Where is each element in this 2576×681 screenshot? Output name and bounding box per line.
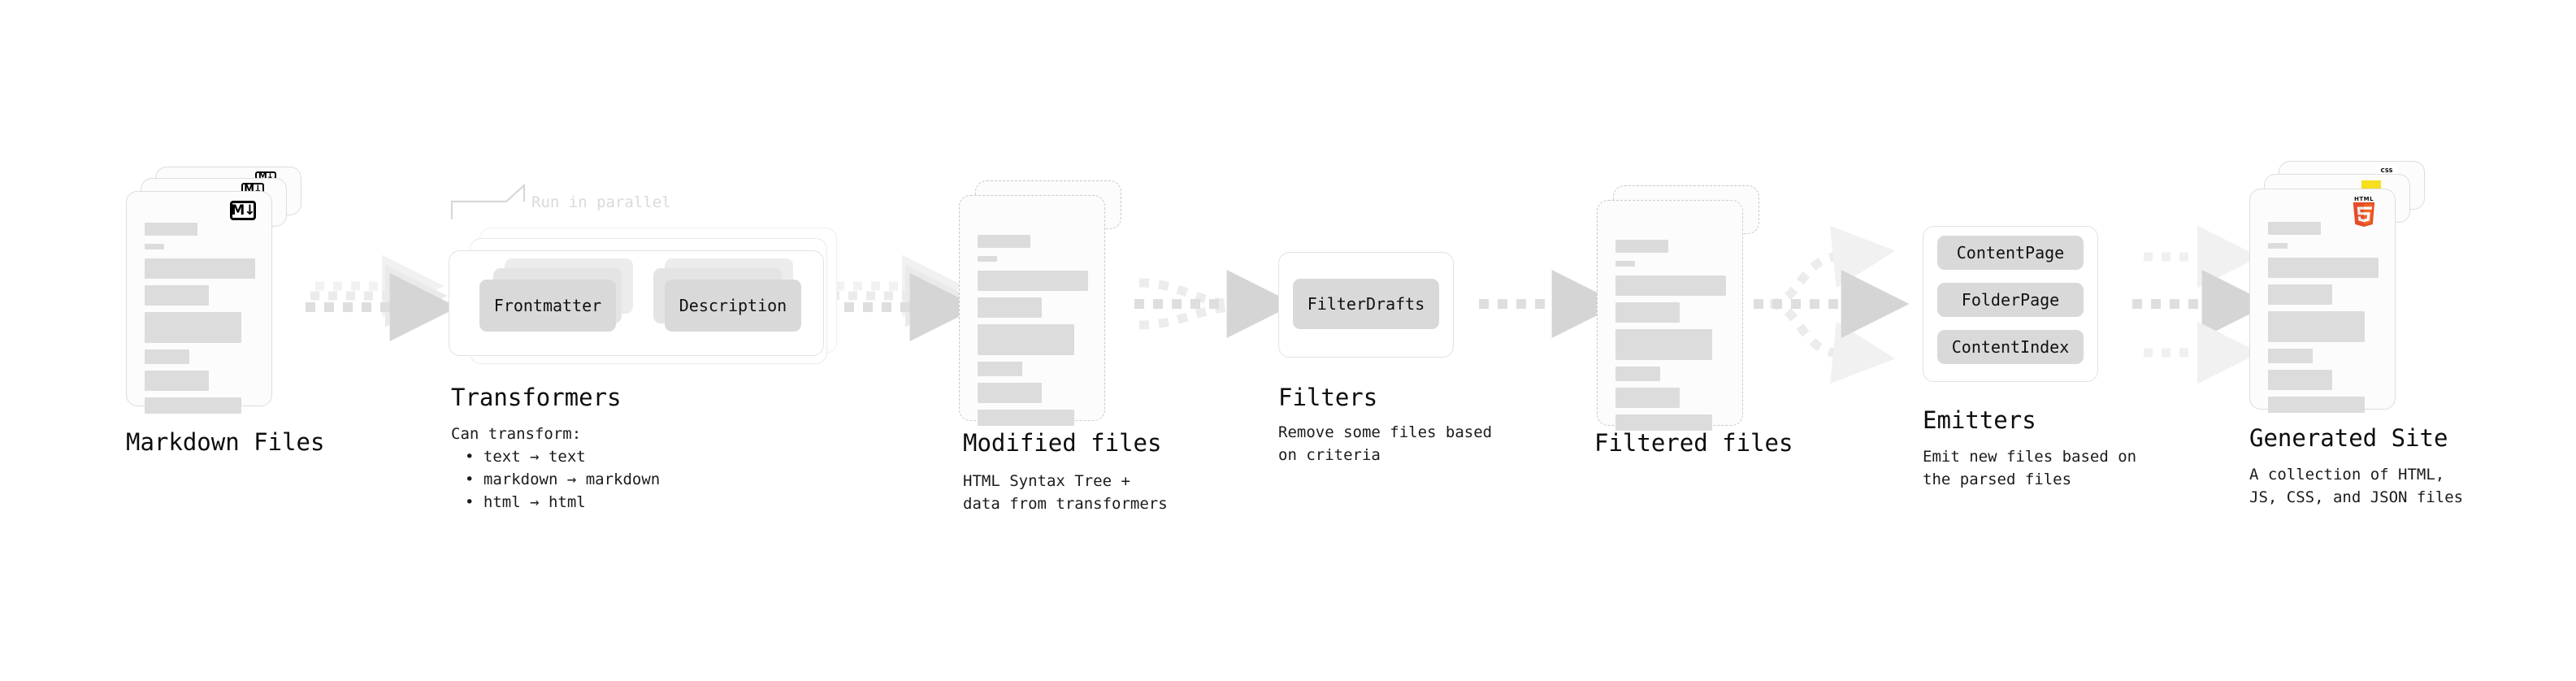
doc-bar: [145, 349, 189, 364]
transformers-list-item-text: text → text: [483, 448, 586, 466]
chip-contentpage-label: ContentPage: [1956, 243, 2065, 262]
chip-description-label: Description: [679, 296, 787, 315]
transformers-list-heading: Can transform:: [451, 425, 582, 443]
doc-bar: [145, 312, 241, 343]
doc-bar: [978, 383, 1042, 403]
generated-site-stack: CSS HTML: [2249, 161, 2425, 413]
run-in-parallel-label: Run in parallel: [531, 193, 671, 211]
doc-bar: [145, 244, 164, 249]
chip-filterdrafts-label: FilterDrafts: [1307, 294, 1425, 314]
arrow-modified-to-filters: [1134, 270, 1295, 338]
doc-bar: [1615, 261, 1635, 267]
doc-bar: [145, 397, 241, 414]
doc-bar: [1615, 367, 1660, 381]
doc-bar: [2268, 349, 2313, 363]
chip-folderpage[interactable]: FolderPage: [1937, 283, 2084, 317]
stage-subtitle-generated-site: A collection of HTML, JS, CSS, and JSON …: [2249, 466, 2464, 507]
doc-bar: [1615, 302, 1680, 323]
doc-bar: [145, 285, 209, 306]
chip-frontmatter[interactable]: Frontmatter: [479, 280, 616, 332]
doc-bar: [978, 410, 1074, 426]
markdown-icon-text-back-2: M↓: [258, 171, 274, 180]
arrow-markdown-to-transformers: [306, 254, 458, 341]
transformers-capability-list: Can transform: • text → text • markdown …: [451, 423, 660, 514]
doc-bar: [2268, 243, 2288, 249]
run-in-parallel-bracket: [450, 183, 526, 219]
doc-bar: [1615, 388, 1680, 408]
doc-bar: [978, 324, 1074, 355]
stage-title-modified-files: Modified files: [963, 429, 1162, 457]
markdown-icon-text: M↓: [231, 202, 255, 219]
transformers-list-item: • markdown → markdown: [465, 471, 661, 489]
markdown-icon: M↓: [230, 201, 256, 220]
doc-bar: [2268, 397, 2365, 413]
doc-bar: [145, 223, 197, 236]
chip-filterdrafts[interactable]: FilterDrafts: [1293, 279, 1439, 329]
chip-folderpage-label: FolderPage: [1961, 290, 2060, 310]
arrow-emitters-to-site: [2132, 225, 2270, 384]
filtered-files-stack: [1597, 185, 1772, 437]
chip-contentindex-label: ContentIndex: [1951, 337, 2070, 357]
doc-bar: [978, 271, 1088, 291]
stage-title-transformers: Transformers: [451, 384, 622, 411]
doc-bar: [1615, 414, 1712, 431]
doc-bar: [978, 256, 997, 262]
html5-icon: HTML: [2352, 196, 2376, 227]
modified-card-front: [959, 195, 1105, 426]
css-icon-label: CSS: [2380, 167, 2393, 174]
doc-bar: [978, 297, 1042, 318]
generated-card-front: [2249, 189, 2396, 413]
doc-bar: [978, 362, 1022, 376]
stage-subtitle-emitters: Emit new files based on the parsed files: [1923, 448, 2137, 489]
html5-icon-label: HTML: [2353, 196, 2374, 202]
markdown-card-front: [126, 191, 272, 414]
transformers-list-item-text: html → html: [483, 493, 586, 512]
transformers-list-item: • html → html: [465, 493, 586, 512]
doc-bar: [2268, 284, 2332, 305]
modified-files-stack: [959, 180, 1134, 432]
js-icon: [2361, 180, 2381, 191]
markdown-files-stack: M↓ M↓ M↓: [126, 167, 301, 419]
stage-subtitle-filters: Remove some files based on criteria: [1278, 423, 1493, 465]
stage-title-filters: Filters: [1278, 384, 1378, 411]
html5-shield: [2353, 202, 2375, 227]
doc-bar: [1615, 329, 1712, 360]
stage-title-generated-site: Generated Site: [2249, 424, 2448, 452]
transformers-list-item-text: markdown → markdown: [483, 471, 661, 489]
doc-bar: [2268, 311, 2365, 342]
doc-bar: [1615, 275, 1726, 296]
transformers-list-item: • text → text: [465, 448, 586, 466]
doc-bar: [1615, 240, 1668, 253]
doc-bar: [145, 371, 209, 391]
doc-bar: [2268, 222, 2321, 235]
doc-bar: [145, 258, 255, 279]
arrow-transformers-to-modified: [826, 254, 978, 341]
doc-bar: [2268, 370, 2332, 390]
stage-title-markdown-files: Markdown Files: [126, 428, 325, 456]
stage-title-emitters: Emitters: [1923, 406, 2036, 434]
chip-contentpage[interactable]: ContentPage: [1937, 236, 2084, 270]
doc-bar: [2268, 258, 2379, 278]
stage-subtitle-modified-files: HTML Syntax Tree + data from transformer…: [963, 472, 1168, 514]
chip-contentindex[interactable]: ContentIndex: [1937, 330, 2084, 364]
stage-title-filtered-files: Filtered files: [1594, 429, 1793, 457]
filtered-card-front: [1597, 200, 1743, 431]
chip-description[interactable]: Description: [665, 280, 801, 332]
chip-frontmatter-label: Frontmatter: [493, 296, 602, 315]
doc-bar: [978, 235, 1030, 248]
